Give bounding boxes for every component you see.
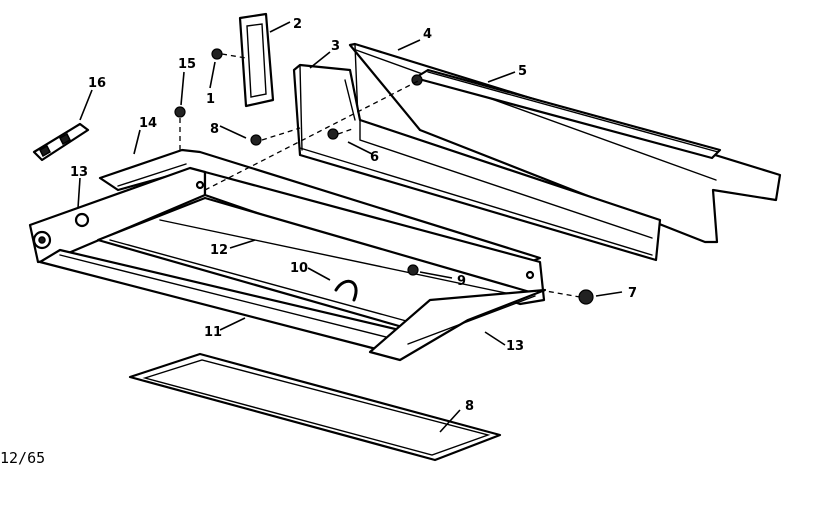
diagram-code: 12/65 [0, 449, 46, 467]
callout-10: 10 [290, 261, 308, 276]
callout-12: 12 [210, 243, 228, 258]
callout-8-tray: 8 [465, 399, 474, 414]
part-4-back-panel [348, 42, 782, 244]
part-8-screw [250, 134, 262, 146]
fasteners [174, 48, 594, 305]
callout-4: 4 [423, 27, 432, 42]
callout-9: 9 [457, 274, 466, 289]
main-housing-frame [28, 166, 546, 358]
callout-2: 2 [293, 17, 302, 32]
callout-15: 15 [178, 57, 196, 72]
part-9-screw [407, 264, 419, 276]
part-13-right-bracket [368, 288, 547, 362]
part-16-connector [32, 122, 90, 162]
callout-11: 11 [204, 325, 222, 340]
callout-5: 5 [518, 64, 527, 79]
callout-13-left: 13 [70, 165, 88, 180]
callout-13-right: 13 [506, 339, 524, 354]
part-15-screw [174, 106, 186, 118]
callout-labels: 1 2 3 4 5 6 7 8 8 9 10 11 12 13 13 14 15… [70, 17, 637, 414]
callout-6: 6 [370, 150, 379, 165]
part-1-screw [211, 48, 223, 60]
callout-14: 14 [139, 116, 157, 131]
leader-lines [77, 21, 623, 433]
assembly-lines [179, 53, 581, 298]
callout-7: 7 [628, 286, 637, 301]
part-7-knob [578, 289, 594, 305]
part-2-filter-frame [238, 12, 275, 108]
callout-8-screw: 8 [210, 122, 219, 137]
part-10-wire [334, 279, 358, 302]
part-3-side-bracket [292, 63, 662, 262]
part-8-filter-tray [128, 352, 502, 462]
part-6-screw [327, 128, 339, 140]
callout-16: 16 [88, 76, 106, 91]
callout-3: 3 [331, 39, 340, 54]
callout-1: 1 [206, 92, 215, 107]
